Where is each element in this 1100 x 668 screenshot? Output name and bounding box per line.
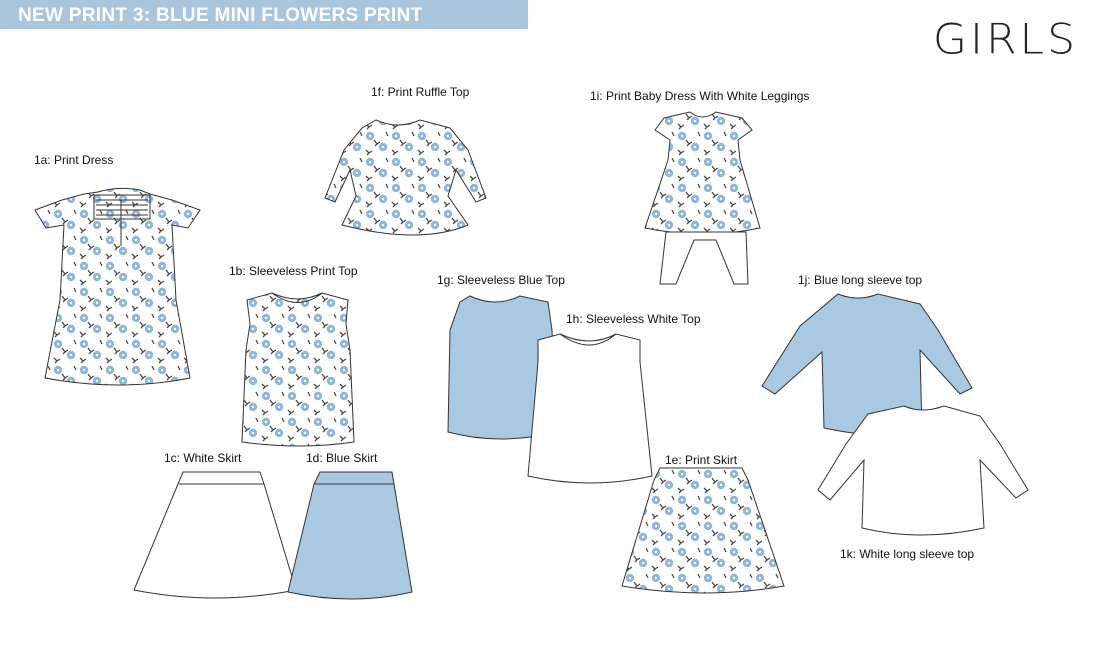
garment-label-1k: 1k: White long sleeve top (840, 547, 975, 561)
print-ruffle-top-sketch (324, 119, 487, 236)
print-title-banner: NEW PRINT 3: BLUE MINI FLOWERS PRINT (0, 0, 528, 29)
garment-label-1j: 1j: Blue long sleeve top (798, 273, 923, 287)
garment-label-1g: 1g: Sleeveless Blue Top (437, 273, 565, 287)
banner-title: NEW PRINT 3: BLUE MINI FLOWERS PRINT (18, 5, 423, 26)
blue-skirt-sketch (287, 471, 413, 600)
garment-label-1a: 1a: Print Dress (34, 153, 114, 167)
print-skirt-sketch (621, 467, 785, 594)
garment-label-1c: 1c: White Skirt (164, 451, 242, 465)
garment-label-1d: 1d: Blue Skirt (306, 451, 378, 465)
print-dress-sketch (34, 187, 201, 386)
white-skirt-sketch (133, 471, 297, 599)
section-title: GIRLS (932, 15, 1078, 64)
garment-label-1e: 1e: Print Skirt (665, 453, 738, 467)
white-leggings-sketch (659, 231, 749, 285)
garment-label-1b: 1b: Sleeveless Print Top (229, 264, 358, 278)
sleeveless-white-top-sketch (527, 333, 653, 484)
garment-label-1h: 1h: Sleeveless White Top (566, 312, 701, 326)
garment-label-1i: 1i: Print Baby Dress With White Leggings (590, 89, 810, 103)
garment-label-1f: 1f: Print Ruffle Top (371, 85, 470, 99)
white-long-sleeve-top-sketch (817, 405, 1029, 536)
sleeveless-print-top-sketch (241, 292, 355, 447)
print-baby-dress-sketch (644, 111, 761, 235)
